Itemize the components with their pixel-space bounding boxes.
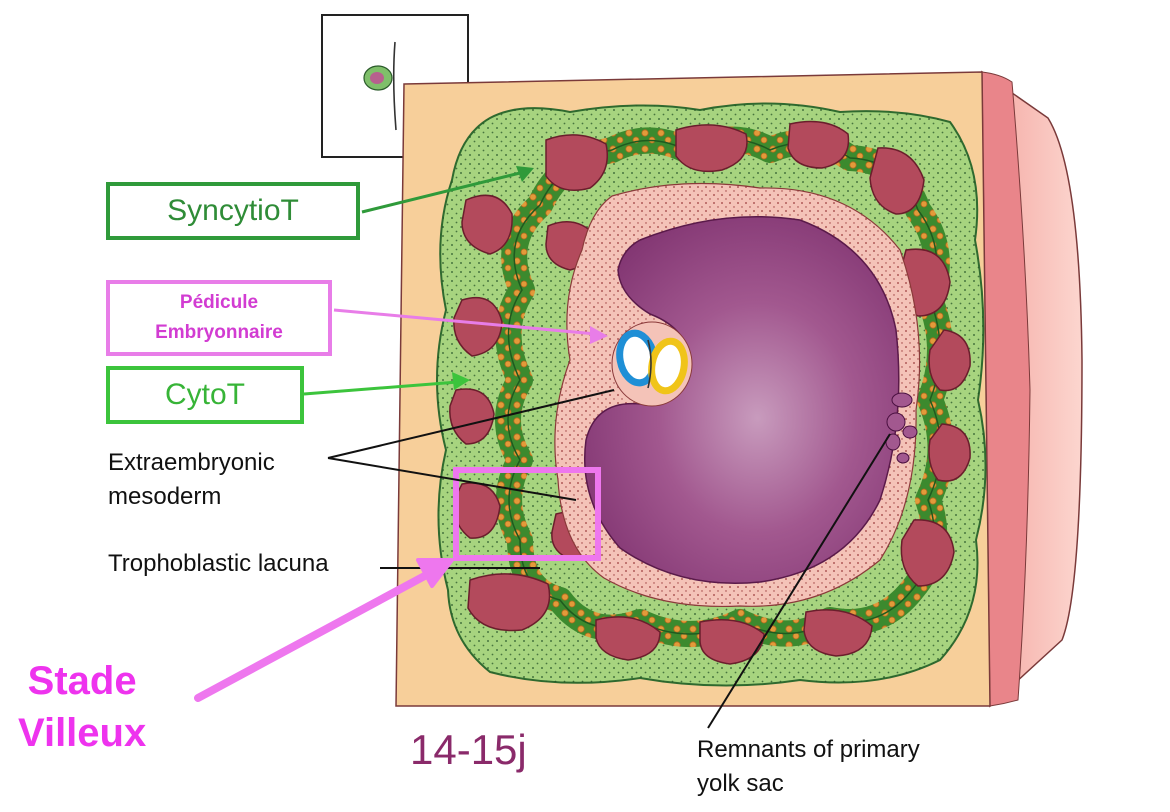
syncytiotrophoblast-label: SyncytioT (167, 194, 299, 227)
cyto-arrow (303, 372, 470, 396)
primary-yolk-sac-remnants (885, 392, 918, 464)
villeux-highlight-box (453, 467, 601, 561)
trophoblastic-lacuna-label: Trophoblastic lacuna (108, 550, 329, 577)
cytotrophoblast-label-box: CytoT (106, 366, 304, 424)
yolk-sac-leader-line (707, 433, 891, 729)
pedicule-arrow (333, 308, 608, 344)
stade-villeux-label: Stade Villeux (18, 655, 146, 759)
cytotrophoblast-label: CytoT (164, 378, 245, 411)
extraembryonic-leader-lines (327, 389, 615, 501)
embryonic-pedicle-label-line2: Embryonnaire (155, 322, 283, 343)
chorionic-cavity (583, 216, 900, 585)
villeux-arrow (194, 558, 454, 702)
yolk-sac-remnants-label: Remnants of primary yolk sac (697, 733, 920, 801)
syncytio-arrow (361, 166, 534, 214)
stage-day-label: 14-15j (410, 726, 527, 773)
remnants-label-line1: Remnants of primary (697, 736, 920, 763)
embryonic-disc (611, 321, 693, 407)
uterine-lining (981, 71, 1031, 707)
extraembryonic-mesoderm-label: Extraembryonic mesoderm (108, 446, 275, 514)
remnants-label-line2: yolk sac (697, 770, 784, 797)
embryonic-pedicle-label-line1: Pédicule (179, 292, 259, 313)
extraembryonic-label-line2: mesoderm (108, 483, 222, 510)
villeux-label-line2: Villeux (18, 711, 147, 755)
extraembryonic-label-line1: Extraembryonic (108, 449, 275, 476)
syncytiotrophoblast-label-box: SyncytioT (106, 182, 360, 240)
embryonic-pedicle-label-box: Pédicule Embryonnaire (106, 280, 332, 356)
villeux-label-line1: Stade (27, 659, 137, 703)
